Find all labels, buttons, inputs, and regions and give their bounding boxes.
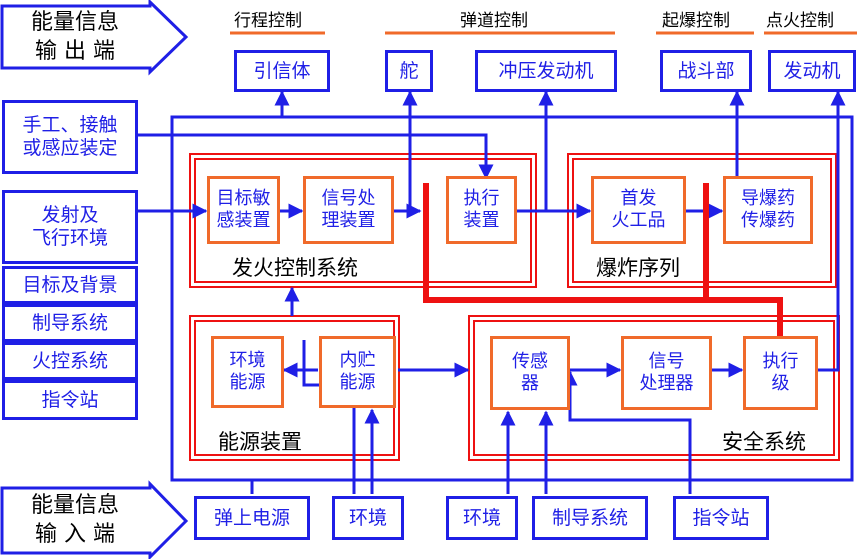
energy-output-label: 能量信息 输 出 端 <box>30 10 119 64</box>
command-station-bottom-box: 指令站 <box>673 496 769 540</box>
signal-processing-box: 信号处 理装置 <box>303 176 394 244</box>
warhead-box: 战斗部 <box>660 50 752 92</box>
energy-device-caption: 能源装置 <box>218 430 302 454</box>
manual-setting-box: 手工、接触 或感应装定 <box>2 100 138 174</box>
fire-control-system-caption: 发火控制系统 <box>232 256 358 280</box>
env-energy-box: 环境 能源 <box>211 336 284 408</box>
environment-box-2: 环境 <box>446 496 518 540</box>
header-trajectory-control: 行程控制 <box>234 11 302 31</box>
launch-env-box: 发射及 飞行环境 <box>2 190 138 264</box>
header-detonation-control: 起爆控制 <box>662 11 730 31</box>
header-ballistic-control: 弹道控制 <box>460 11 528 31</box>
guidance-box: 制导系统 <box>2 304 138 342</box>
energy-input-label: 能量信息 输 入 端 <box>30 493 119 547</box>
rudder-box: 舵 <box>385 50 433 92</box>
sensor-box: 传感 器 <box>490 336 570 410</box>
fire-control-box: 火控系统 <box>2 342 138 380</box>
command-station-box: 指令站 <box>2 380 138 420</box>
internal-energy-box: 内贮 能源 <box>319 336 396 408</box>
ramjet-box: 冲压发动机 <box>475 50 617 92</box>
safety-system-caption: 安全系统 <box>722 430 806 454</box>
environment-box-1: 环境 <box>332 496 404 540</box>
fuze-body-box: 引信体 <box>234 50 330 92</box>
explosive-train-caption: 爆炸序列 <box>596 256 680 280</box>
guidance-system-box: 制导系统 <box>532 496 648 540</box>
engine-box: 发动机 <box>768 50 856 92</box>
onboard-power-box: 弹上电源 <box>194 496 310 540</box>
primer-box: 首发 火工品 <box>591 176 686 244</box>
booster-box: 导爆药 传爆药 <box>723 176 813 244</box>
actuator-stage-box: 执行 级 <box>743 336 818 410</box>
input-arrow-shape <box>0 480 189 559</box>
output-arrow-shape <box>0 0 189 76</box>
header-ignition-control: 点火控制 <box>766 11 834 31</box>
actuator-device-box: 执行 装置 <box>446 176 517 244</box>
target-sensor-box: 目标敏 感装置 <box>207 176 280 244</box>
target-bg-box: 目标及背景 <box>2 266 138 304</box>
signal-processor-box: 信号 处理器 <box>621 336 712 410</box>
